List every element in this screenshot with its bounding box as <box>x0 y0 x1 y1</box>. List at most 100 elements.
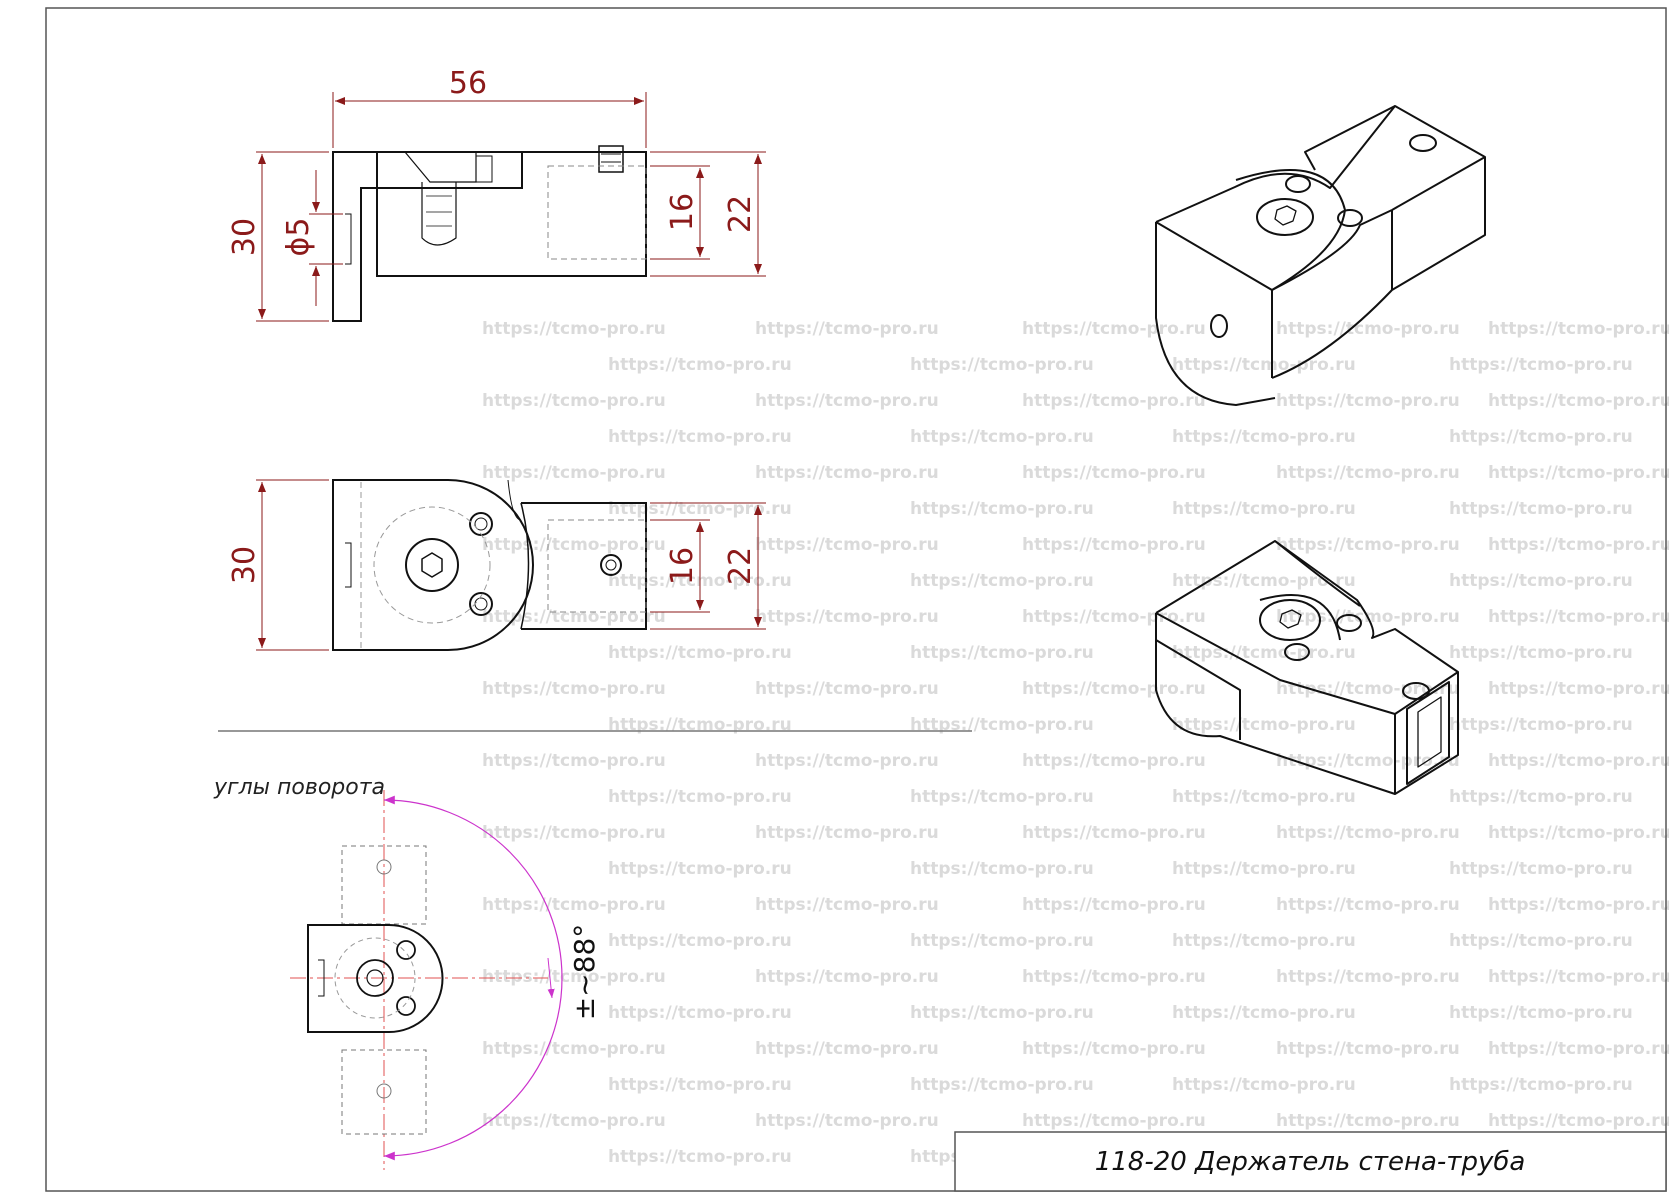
watermark-text: https://tcmo-pro.ru <box>910 787 1094 807</box>
watermark-text: https://tcmo-pro.ru <box>1172 1003 1356 1023</box>
watermark-text: https://tcmo-pro.ru <box>1488 679 1669 699</box>
watermark-text: https://tcmo-pro.ru <box>755 319 939 339</box>
watermark-text: https://tcmo-pro.ru <box>1488 1111 1669 1131</box>
watermark-text: https://tcmo-pro.ru <box>1488 823 1669 843</box>
watermark-text: https://tcmo-pro.ru <box>1276 967 1460 987</box>
watermark-text: https://tcmo-pro.ru <box>482 391 666 411</box>
watermark-text: https://tcmo-pro.ru <box>1022 319 1206 339</box>
watermark-text: https://tcmo-pro.ru <box>1022 823 1206 843</box>
watermark-text: https://tcmo-pro.ru <box>1488 535 1669 555</box>
watermark-text: https://tcmo-pro.ru <box>1172 427 1356 447</box>
watermark-text: https://tcmo-pro.ru <box>1022 967 1206 987</box>
dim-front-outer: 22 <box>723 195 758 233</box>
watermark-text: https://tcmo-pro.ru <box>608 859 792 879</box>
watermark-text: https://tcmo-pro.ru <box>1022 751 1206 771</box>
watermark-text: https://tcmo-pro.ru <box>1022 391 1206 411</box>
watermark-text: https://tcmo-pro.ru <box>910 427 1094 447</box>
watermark-text: https://tcmo-pro.ru <box>482 895 666 915</box>
watermark-text: https://tcmo-pro.ru <box>1022 607 1206 627</box>
watermark-text: https://tcmo-pro.ru <box>482 1039 666 1059</box>
watermark-text: https://tcmo-pro.ru <box>755 535 939 555</box>
dim-front-height: 30 <box>227 218 262 256</box>
watermark-text: https://tcmo-pro.ru <box>1276 895 1460 915</box>
watermark-text: https://tcmo-pro.ru <box>1488 607 1669 627</box>
watermark-text: https://tcmo-pro.ru <box>910 931 1094 951</box>
watermark-text: https://tcmo-pro.ru <box>755 751 939 771</box>
watermark-text: https://tcmo-pro.ru <box>1022 463 1206 483</box>
watermark-text: https://tcmo-pro.ru <box>1488 1039 1669 1059</box>
title-block <box>954 1131 1667 1192</box>
watermark-text: https://tcmo-pro.ru <box>1449 643 1633 663</box>
watermark-text: https://tcmo-pro.ru <box>1488 319 1669 339</box>
watermark-text: https://tcmo-pro.ru <box>482 751 666 771</box>
watermark-text: https://tcmo-pro.ru <box>1449 1003 1633 1023</box>
watermark-text: https://tcmo-pro.ru <box>755 895 939 915</box>
dim-hole-diameter: ϕ5 <box>281 218 316 257</box>
watermark-text: https://tcmo-pro.ru <box>755 679 939 699</box>
watermark-text: https://tcmo-pro.ru <box>482 679 666 699</box>
watermark-text: https://tcmo-pro.ru <box>608 1147 792 1167</box>
watermark-text: https://tcmo-pro.ru <box>608 1075 792 1095</box>
watermark-text: https://tcmo-pro.ru <box>1172 355 1356 375</box>
watermark-text: https://tcmo-pro.ru <box>1172 931 1356 951</box>
dim-top-height: 30 <box>227 546 262 584</box>
watermark-text: https://tcmo-pro.ru <box>482 1111 666 1131</box>
watermark-text: https://tcmo-pro.ru <box>1488 463 1669 483</box>
watermark-text: https://tcmo-pro.ru <box>1172 715 1356 735</box>
watermark-text: https://tcmo-pro.ru <box>608 931 792 951</box>
watermark-text: https://tcmo-pro.ru <box>608 643 792 663</box>
watermark-text: https://tcmo-pro.ru <box>1276 463 1460 483</box>
front-view <box>332 145 647 322</box>
watermark-text: https://tcmo-pro.ru <box>755 1111 939 1131</box>
top-view <box>332 479 647 651</box>
watermark-text: https://tcmo-pro.ru <box>1172 643 1356 663</box>
watermark-text: https://tcmo-pro.ru <box>755 607 939 627</box>
watermark-text: https://tcmo-pro.ru <box>1172 787 1356 807</box>
watermark-text: https://tcmo-pro.ru <box>910 499 1094 519</box>
isometric-view-bottom <box>1155 540 1459 795</box>
watermark-text: https://tcmo-pro.ru <box>1488 751 1669 771</box>
watermark-text: https://tcmo-pro.ru <box>1488 391 1669 411</box>
watermark-text: https://tcmo-pro.ru <box>1172 859 1356 879</box>
watermark-text: https://tcmo-pro.ru <box>1172 1075 1356 1095</box>
watermark-text: https://tcmo-pro.ru <box>1449 499 1633 519</box>
rotation-angle: ±~88° <box>568 924 601 1021</box>
top-dimensions <box>256 479 766 651</box>
sheet-border <box>45 7 1667 1192</box>
watermark-text: https://tcmo-pro.ru <box>1488 895 1669 915</box>
watermark-text: https://tcmo-pro.ru <box>910 859 1094 879</box>
drawing-title: 118-20 Держатель стена-труба <box>1095 1147 1526 1177</box>
watermark-text: https://tcmo-pro.ru <box>482 607 666 627</box>
watermark-text: https://tcmo-pro.ru <box>910 355 1094 375</box>
watermark-text: https://tcmo-pro.ru <box>608 1003 792 1023</box>
watermark-text: https://tcmo-pro.ru <box>482 463 666 483</box>
dim-top-outer: 22 <box>723 547 758 585</box>
watermark-text: https://tcmo-pro.ru <box>755 463 939 483</box>
watermark-text: https://tcmo-pro.ru <box>1022 1111 1206 1131</box>
watermark-text: https://tcmo-pro.ru <box>1172 499 1356 519</box>
dim-front-width: 56 <box>449 66 487 101</box>
watermark-text: https://tcmo-pro.ru <box>1449 355 1633 375</box>
watermark-text: https://tcmo-pro.ru <box>608 715 792 735</box>
watermark-text: https://tcmo-pro.ru <box>755 967 939 987</box>
watermark-text: https://tcmo-pro.ru <box>1022 1039 1206 1059</box>
watermark-text: https://tcmo-pro.ru <box>1276 1111 1460 1131</box>
watermark-text: https://tcmo-pro.ru <box>482 823 666 843</box>
watermark-text: https://tcmo-pro.ru <box>755 1039 939 1059</box>
watermark-text: https://tcmo-pro.ru <box>910 715 1094 735</box>
watermark-text: https://tcmo-pro.ru <box>1276 535 1460 555</box>
watermark-text: https://tcmo-pro.ru <box>755 391 939 411</box>
watermark-text: https://tcmo-pro.ru <box>482 535 666 555</box>
watermark-text: https://tcmo-pro.ru <box>910 1003 1094 1023</box>
watermark-text: https://tcmo-pro.ru <box>1276 391 1460 411</box>
watermark-text: https://tcmo-pro.ru <box>755 823 939 843</box>
watermark-text: https://tcmo-pro.ru <box>1276 1039 1460 1059</box>
dim-top-inner: 16 <box>665 547 700 585</box>
watermark-text: https://tcmo-pro.ru <box>1449 427 1633 447</box>
watermark-text: https://tcmo-pro.ru <box>1022 895 1206 915</box>
watermark-text: https://tcmo-pro.ru <box>482 319 666 339</box>
watermark-text: https://tcmo-pro.ru <box>608 355 792 375</box>
watermark-text: https://tcmo-pro.ru <box>1172 571 1356 591</box>
watermark-text: https://tcmo-pro.ru <box>1276 319 1460 339</box>
